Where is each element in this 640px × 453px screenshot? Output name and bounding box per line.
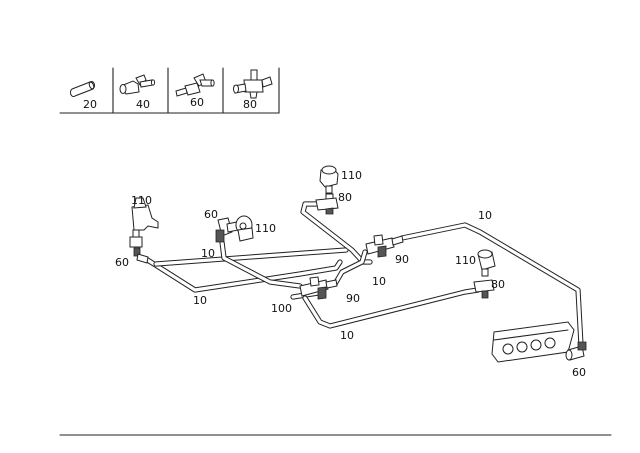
legend-label: 60: [190, 96, 204, 109]
callout-label: 110: [131, 194, 152, 207]
callout-label: 110: [255, 222, 276, 235]
junction-fitting-icon: [299, 276, 338, 300]
callout-label: 90: [346, 292, 360, 305]
legend-label: 20: [83, 98, 97, 111]
tee-valve-icon: [473, 279, 495, 299]
straight-connector-icon: [70, 81, 95, 97]
callout-label: 80: [491, 278, 505, 291]
callout-label: 10: [372, 275, 386, 288]
legend-table: 20 40 60 80: [59, 67, 280, 114]
vacuum-unit-icon: [235, 215, 254, 242]
tee-valve-icon: [315, 193, 339, 215]
callout-label: 60: [115, 256, 129, 269]
callout-label: 10: [478, 209, 492, 222]
hose-lines: [143, 201, 584, 348]
callout-label: 100: [271, 302, 292, 315]
check-valve-icon: [175, 73, 215, 97]
callout-label: 60: [572, 366, 586, 379]
callout-label: 10: [340, 329, 354, 342]
intake-manifold-icon: [491, 321, 575, 363]
check-valve-icon: [215, 217, 239, 243]
tee-valve-icon: [233, 69, 273, 99]
check-valve-icon: [133, 247, 149, 264]
callout-label: 90: [395, 253, 409, 266]
check-valve-icon: [565, 341, 587, 361]
callout-label: 80: [338, 191, 352, 204]
legend-label: 40: [136, 98, 150, 111]
callout-label: 110: [455, 254, 476, 267]
callout-label: 60: [204, 208, 218, 221]
vacuum-unit-icon: [129, 197, 159, 248]
vacuum-unit-icon: [319, 165, 339, 194]
elbow-connector-icon: [119, 74, 156, 95]
legend-label: 80: [243, 98, 257, 111]
vacuum-unit-icon: [477, 249, 496, 277]
callout-label: 10: [193, 294, 207, 307]
junction-fitting-icon: [365, 234, 404, 258]
callout-label: 10: [201, 247, 215, 260]
callout-label: 110: [341, 169, 362, 182]
